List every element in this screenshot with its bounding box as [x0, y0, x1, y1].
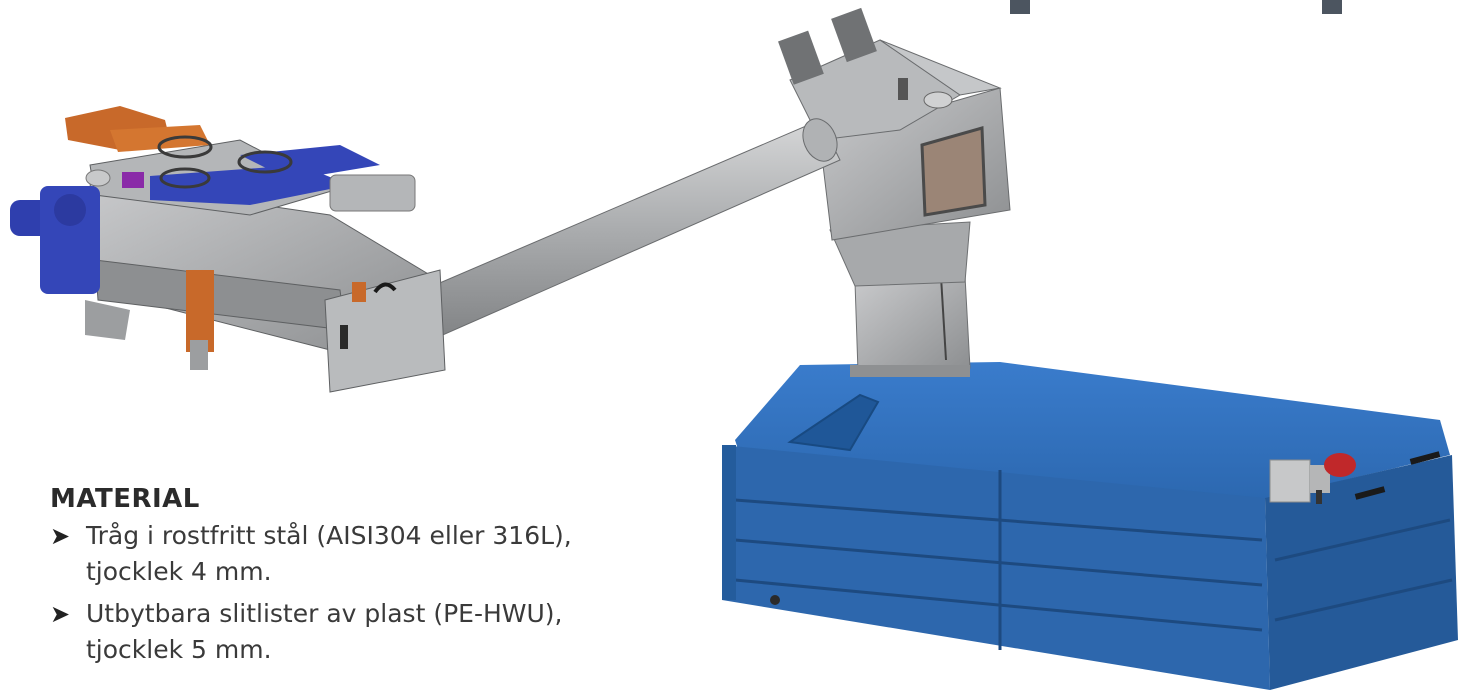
material-list: ➤ Tråg i rostfritt stål (AISI304 eller 3… [50, 518, 670, 668]
arrow-bullet-icon: ➤ [50, 600, 71, 628]
orange-actuators [65, 106, 366, 370]
inclined-screw-conveyor [393, 118, 841, 346]
material-item-trough: ➤ Tråg i rostfritt stål (AISI304 eller 3… [50, 518, 670, 590]
material-item-line: tjocklek 5 mm. [86, 635, 272, 664]
arrow-bullet-icon: ➤ [50, 522, 71, 550]
material-item-wear-strips: ➤ Utbytbara slitlister av plast (PE-HWU)… [50, 596, 670, 668]
screw-conveyor-feeder [10, 106, 446, 393]
material-section: MATERIAL ➤ Tråg i rostfritt stål (AISI30… [50, 484, 670, 674]
header-marks [1010, 0, 1342, 14]
material-item-line: tjocklek 4 mm. [86, 557, 272, 586]
transfer-hopper [778, 7, 1011, 377]
material-item-line: Utbytbara slitlister av plast (PE-HWU), [86, 599, 563, 628]
container-skip [722, 362, 1458, 690]
material-item-line: Tråg i rostfritt stål (AISI304 eller 316… [86, 521, 572, 550]
gearmotor [10, 186, 100, 294]
material-heading: MATERIAL [50, 484, 200, 514]
